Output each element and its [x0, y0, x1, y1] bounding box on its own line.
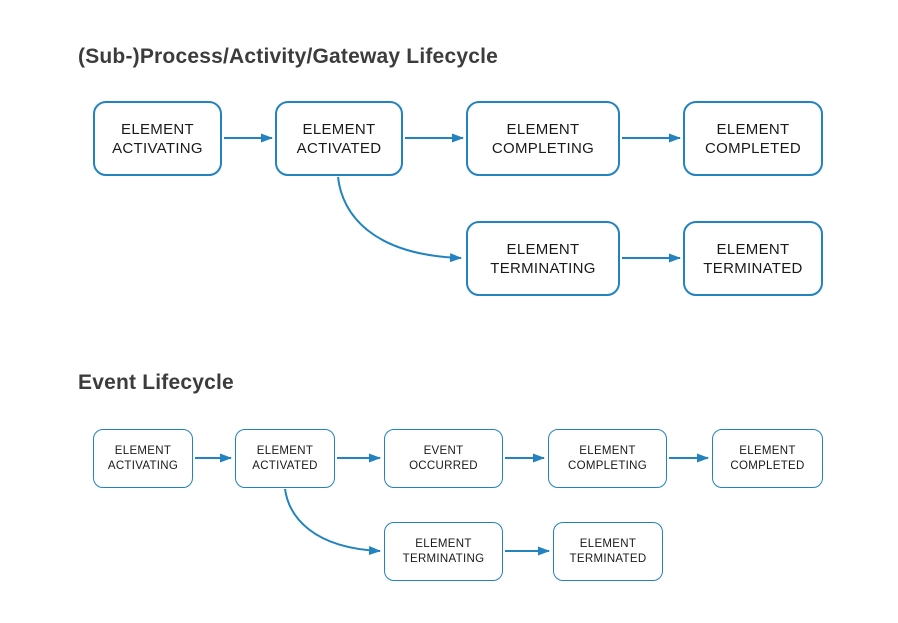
node-d1-element-completed: ELEMENT COMPLETED [683, 101, 823, 176]
node-label: ELEMENT TERMINATED [569, 537, 647, 565]
node-d2-element-terminated: ELEMENT TERMINATED [553, 522, 663, 581]
diagram2-title: Event Lifecycle [78, 371, 234, 394]
node-label: ELEMENT COMPLETING [567, 444, 648, 472]
node-label: ELEMENT ACTIVATING [112, 120, 203, 157]
node-label: ELEMENT TERMINATING [402, 537, 485, 565]
node-d2-element-completed: ELEMENT COMPLETED [712, 429, 823, 488]
node-label: ELEMENT TERMINATED [703, 240, 803, 277]
node-label: ELEMENT COMPLETING [491, 120, 595, 157]
edge-d2-activated-to-terminating [284, 488, 381, 555]
node-d1-element-terminated: ELEMENT TERMINATED [683, 221, 823, 296]
node-d2-element-completing: ELEMENT COMPLETING [548, 429, 667, 488]
diagram1-title: (Sub-)Process/Activity/Gateway Lifecycle [78, 45, 498, 68]
node-label: ELEMENT ACTIVATED [252, 444, 318, 472]
node-d2-element-activated: ELEMENT ACTIVATED [235, 429, 335, 488]
edge-d1-activated-to-terminating [337, 176, 462, 263]
node-label: ELEMENT ACTIVATED [296, 120, 382, 157]
node-label: ELEMENT COMPLETED [730, 444, 805, 472]
node-d1-element-terminating: ELEMENT TERMINATING [466, 221, 620, 296]
node-d2-element-activating: ELEMENT ACTIVATING [93, 429, 193, 488]
node-d1-element-completing: ELEMENT COMPLETING [466, 101, 620, 176]
node-label: EVENT OCCURRED [409, 444, 478, 472]
node-d1-element-activating: ELEMENT ACTIVATING [93, 101, 222, 176]
node-label: ELEMENT COMPLETED [704, 120, 802, 157]
node-label: ELEMENT TERMINATING [490, 240, 596, 277]
node-d2-element-terminating: ELEMENT TERMINATING [384, 522, 503, 581]
node-d2-event-occurred: EVENT OCCURRED [384, 429, 503, 488]
node-label: ELEMENT ACTIVATING [107, 444, 179, 472]
node-d1-element-activated: ELEMENT ACTIVATED [275, 101, 403, 176]
